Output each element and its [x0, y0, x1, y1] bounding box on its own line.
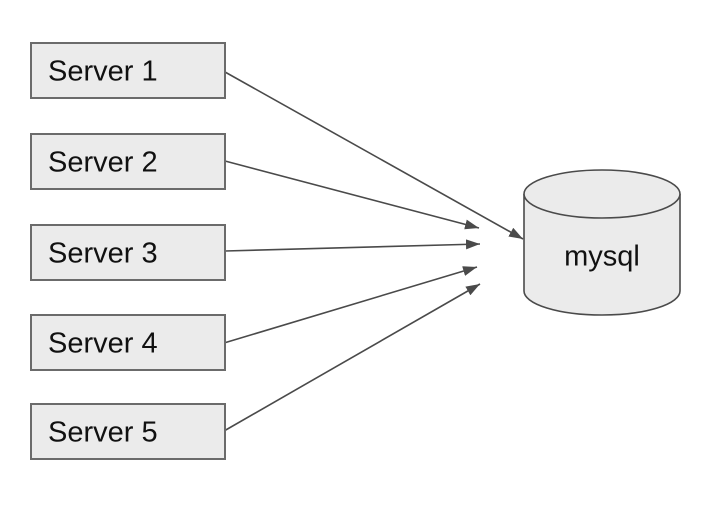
- edge-server-3-to-mysql: [224, 239, 481, 252]
- edge-server-4-to-mysql: [223, 266, 478, 344]
- node-server-5-label: Server 5: [48, 417, 158, 449]
- node-server-3-label: Server 3: [48, 238, 158, 270]
- node-server-4-label: Server 4: [48, 328, 158, 360]
- node-mysql-top: [523, 169, 681, 219]
- node-server-4: [30, 314, 226, 371]
- node-server-3: [30, 224, 226, 281]
- node-server-2: [30, 133, 226, 190]
- edge-server-1-to-mysql: [224, 71, 524, 240]
- node-server-1-label: Server 1: [48, 56, 158, 88]
- node-server-5: [30, 403, 226, 460]
- node-mysql-label: mysql: [564, 241, 640, 273]
- node-mysql-body: [523, 194, 681, 316]
- edge-server-2-to-mysql: [224, 160, 480, 230]
- nodes-layer: Server 1 Server 2 Server 3 Server 4 Server 5…: [30, 42, 681, 460]
- edge-server-5-to-mysql: [223, 283, 481, 432]
- node-server-1: [30, 42, 226, 99]
- edges-layer: [223, 71, 524, 432]
- node-server-2-label: Server 2: [48, 147, 158, 179]
